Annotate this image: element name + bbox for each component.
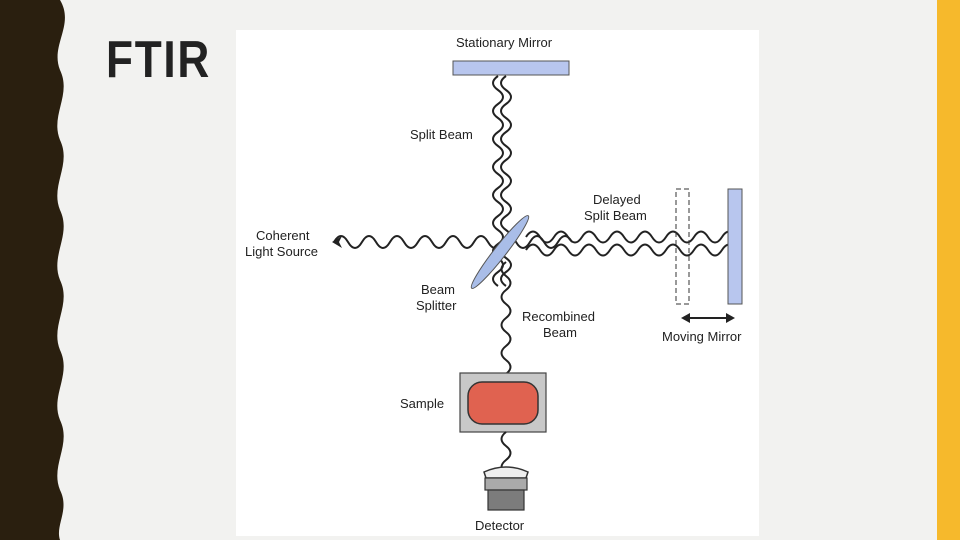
label-beam-splitter-2: Splitter [416, 298, 457, 313]
arrow-right-head [726, 313, 735, 323]
label-split-beam: Split Beam [410, 127, 473, 142]
label-recombined-1: Recombined [522, 309, 595, 324]
detector-body [487, 489, 525, 511]
slide-title: FTIR [106, 31, 212, 89]
detector-lens [483, 466, 529, 479]
label-moving-mirror: Moving Mirror [662, 329, 742, 344]
label-recombined-2: Beam [543, 325, 577, 340]
beam-splitter [470, 215, 530, 289]
label-stationary-mirror: Stationary Mirror [456, 35, 553, 50]
label-sample: Sample [400, 396, 444, 411]
moving-mirror [727, 188, 743, 305]
coherent-light-wave [333, 235, 573, 249]
delayed-beam-wave-b [525, 243, 737, 257]
label-beam-splitter-1: Beam [421, 282, 455, 297]
arrow-left-head [681, 313, 690, 323]
label-coherent-2: Light Source [245, 244, 318, 259]
coherent-light-arrow [332, 236, 342, 248]
label-delayed-1: Delayed [593, 192, 641, 207]
label-delayed-2: Split Beam [584, 208, 647, 223]
delayed-beam-wave-a [525, 230, 737, 244]
label-coherent-1: Coherent [256, 228, 310, 243]
left-decorative-band [0, 0, 65, 540]
right-accent-band [937, 0, 960, 540]
stationary-mirror [452, 60, 570, 76]
label-detector: Detector [475, 518, 525, 533]
detector-head [484, 477, 528, 491]
ftir-diagram: Stationary Mirror Split Beam Delayed Spl… [236, 30, 759, 536]
sample-cell [467, 381, 539, 425]
